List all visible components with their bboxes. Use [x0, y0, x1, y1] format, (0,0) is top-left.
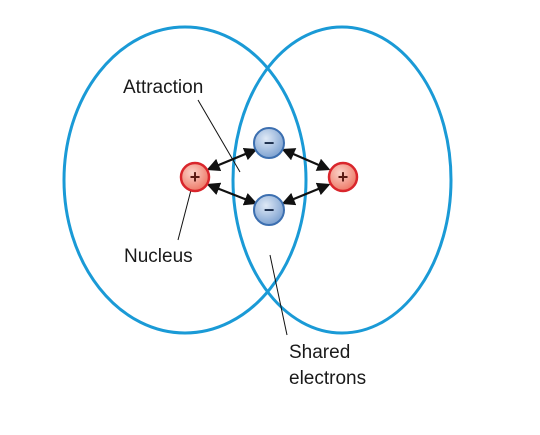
shared-electrons-leader-line — [269, 254, 288, 336]
left-atom-orbit — [62, 25, 308, 335]
arrow-left-nucleus-to-top-electron — [206, 147, 258, 172]
right-nucleus-plus-sign: + — [338, 167, 349, 187]
right-nucleus: + — [327, 161, 359, 193]
shared-electrons-label-line1: Shared — [289, 342, 350, 363]
arrow-left-nucleus-to-bottom-electron — [206, 182, 258, 206]
top-electron-minus-sign: − — [264, 133, 275, 153]
top-shared-electron: − — [253, 127, 285, 159]
arrow-right-nucleus-to-bottom-electron — [281, 182, 331, 206]
bottom-shared-electron: − — [253, 194, 285, 226]
shared-electrons-label-line2: electrons — [289, 368, 366, 389]
right-atom-orbit — [231, 25, 453, 335]
attraction-leader-line — [197, 99, 241, 173]
arrow-right-nucleus-to-top-electron — [281, 148, 331, 171]
left-nucleus: + — [179, 161, 211, 193]
nucleus-leader-line — [177, 189, 192, 241]
left-nucleus-plus-sign: + — [190, 167, 201, 187]
nucleus-label: Nucleus — [124, 246, 193, 267]
bottom-electron-minus-sign: − — [264, 200, 275, 220]
attraction-label: Attraction — [123, 77, 203, 98]
